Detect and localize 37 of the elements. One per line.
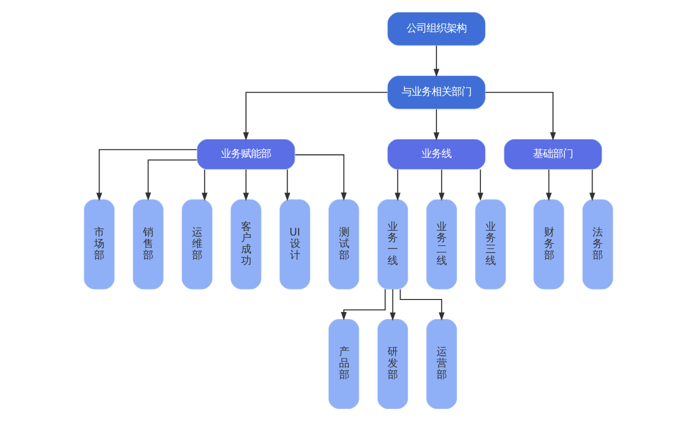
- arrow: [390, 289, 396, 321]
- arrow: [589, 170, 596, 202]
- node-box: 研发部: [377, 319, 408, 410]
- arrow: [434, 109, 440, 141]
- arrow: [438, 170, 445, 202]
- node-box: 业务二线: [426, 199, 457, 290]
- arrow: [202, 170, 208, 202]
- node-box: 业务三线: [475, 199, 506, 290]
- arrow: [295, 154, 347, 201]
- node-box: 客户成功: [230, 199, 262, 290]
- node-box: 产品部: [328, 319, 360, 410]
- node-box: 业务赋能部: [196, 138, 296, 170]
- arrow: [400, 289, 445, 321]
- node-box: 财务部: [533, 199, 564, 290]
- arrow: [284, 170, 290, 202]
- arrow: [486, 92, 556, 141]
- node-box: 公司组织架构: [387, 12, 486, 46]
- node-box: UI设计: [280, 199, 310, 290]
- node-box: 基础部门: [504, 138, 602, 170]
- node-box: 业务一线: [377, 199, 408, 290]
- arrow: [434, 46, 440, 78]
- node-box: 市场部: [84, 199, 115, 290]
- node-box: 业务线: [387, 138, 486, 170]
- arrow: [145, 160, 197, 201]
- node-box: 与业务相关部门: [387, 75, 486, 110]
- node-box: 销售部: [132, 199, 164, 290]
- arrow: [243, 92, 388, 141]
- node-box: 测试部: [328, 199, 360, 290]
- arrow: [546, 170, 552, 202]
- node-box: 法务部: [582, 199, 614, 290]
- arrow: [394, 170, 401, 202]
- node-box: 运维部: [182, 199, 212, 290]
- arrow: [96, 149, 197, 202]
- arrow: [243, 170, 249, 202]
- arrow: [478, 170, 484, 202]
- node-box: 运营部: [426, 319, 457, 410]
- arrow: [340, 289, 386, 320]
